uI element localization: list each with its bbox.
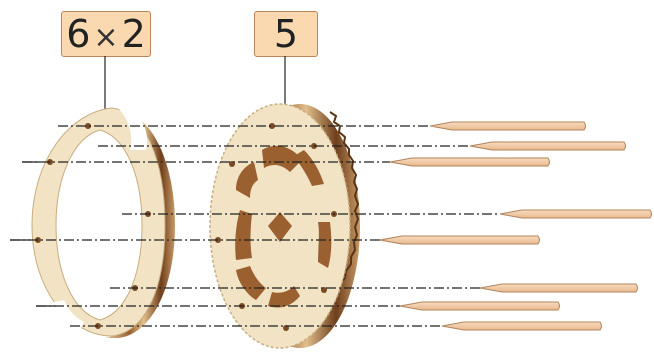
dowel-pin-icon [389,157,550,167]
dowel-pin-icon [499,209,652,219]
dowel-pin-icon [441,321,602,331]
multiply-sign: × [93,20,119,55]
ring-multiplier: 2 [121,12,146,56]
dowel-pin-icon [429,121,586,131]
wheel-quantity-label: 5 [254,11,318,57]
dowel-pin-icon [399,301,560,311]
dowel-pin-icon [379,235,540,245]
dowel-pin-icon [479,283,638,293]
guide-end-ticks [10,161,56,307]
gear-wheel-part-icon [209,103,360,349]
ring-count: 6 [66,12,91,56]
ring-quantity-label: 6×2 [61,11,151,57]
ring-part-icon [31,107,175,338]
dowel-pin-icon [469,141,626,151]
alignment-guides [10,125,500,327]
dowel-pins [379,121,652,331]
